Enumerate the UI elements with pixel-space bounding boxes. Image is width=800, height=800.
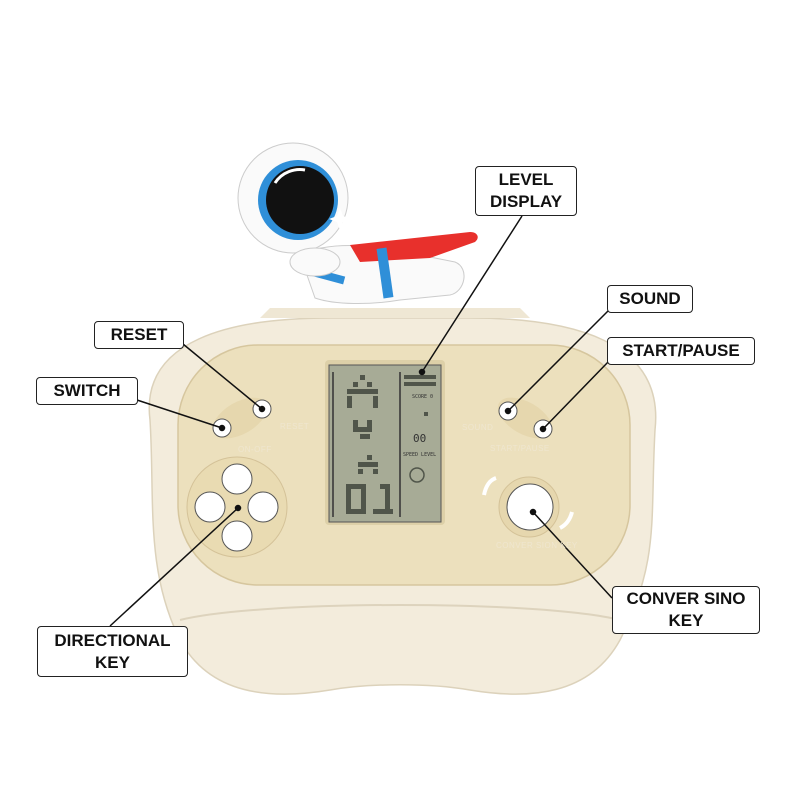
device-label-reset: RESET (280, 422, 310, 431)
callout-directional-key: DIRECTIONAL KEY (37, 626, 188, 677)
callout-conversion-key: CONVER SINO KEY (612, 586, 760, 634)
screen-score-value: 0 (430, 394, 434, 400)
device-label-sound: SOUND (462, 423, 494, 432)
screen-speed-level-label: SPEED LEVEL (403, 452, 437, 458)
leader-lines (109, 215, 613, 627)
callout-sound: SOUND (607, 285, 693, 313)
lcd-screen (325, 360, 445, 525)
device-label-on-off: ON-OFF (238, 445, 272, 454)
device-label-conversion-key: CONVER SION KEY (496, 541, 578, 550)
callout-start-pause: START/PAUSE (607, 337, 755, 365)
callout-level-display: LEVEL DISPLAY (475, 166, 577, 216)
callout-switch: SWITCH (36, 377, 138, 405)
screen-speed-level-value: 00 (413, 432, 427, 445)
callout-reset: RESET (94, 321, 184, 349)
astronaut-figure (237, 142, 478, 304)
device-label-start-pause: START/PAUSE (490, 444, 550, 453)
screen-score-label: SCORE (412, 394, 428, 400)
